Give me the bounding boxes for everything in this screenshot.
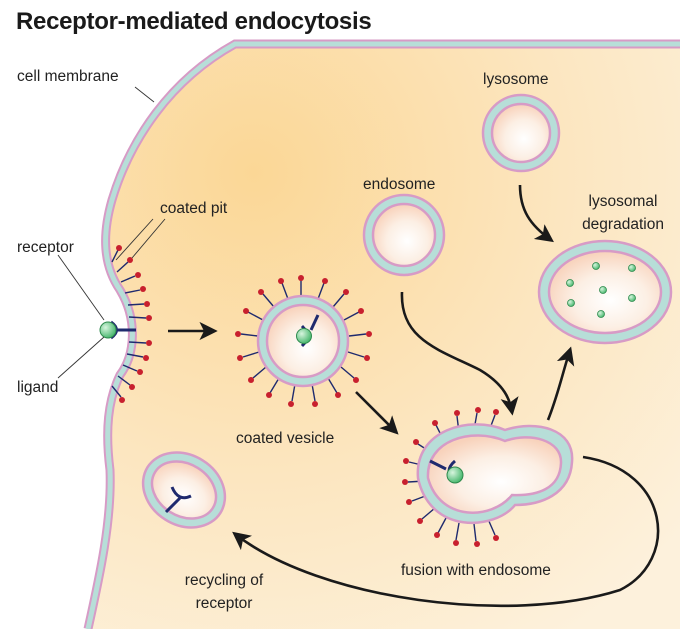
label-lysosomal-degradation-line1: lysosomal <box>589 193 658 210</box>
arrow-fusion-to-degradation <box>546 346 575 421</box>
recycling-vesicle <box>141 451 227 529</box>
coated-vesicle <box>235 275 372 407</box>
label-receptor: receptor <box>17 239 74 256</box>
arrow-endosome-to-fusion <box>400 291 519 416</box>
process-arrows <box>168 184 660 608</box>
label-lysosome: lysosome <box>483 71 548 88</box>
leader-lines <box>57 86 166 379</box>
lysosomal-degradation-vesicle <box>537 239 673 345</box>
diagram-title: Receptor-mediated endocytosis <box>16 8 372 35</box>
arrow-vesicle-to-fusion <box>355 391 399 435</box>
label-endosome: endosome <box>363 176 435 193</box>
label-fusion-with-endosome: fusion with endosome <box>401 562 551 579</box>
endosome <box>362 193 446 277</box>
arrow-fusion-to-recycling <box>232 455 660 608</box>
label-cell-membrane: cell membrane <box>17 68 119 85</box>
label-lysosomal-degradation-line2: degradation <box>582 216 664 233</box>
lysosome <box>481 93 561 173</box>
label-coated-pit: coated pit <box>160 200 228 217</box>
fusion-with-endosome <box>402 407 574 547</box>
arrow-lysosome-to-degradation <box>518 184 554 243</box>
coated-pit-clathrin <box>111 245 152 403</box>
label-ligand: ligand <box>17 379 58 396</box>
label-coated-vesicle: coated vesicle <box>236 430 334 447</box>
label-recycling-line1: recycling of <box>185 572 264 589</box>
ligand-molecule <box>99 321 117 339</box>
label-recycling-line2: receptor <box>196 595 253 612</box>
